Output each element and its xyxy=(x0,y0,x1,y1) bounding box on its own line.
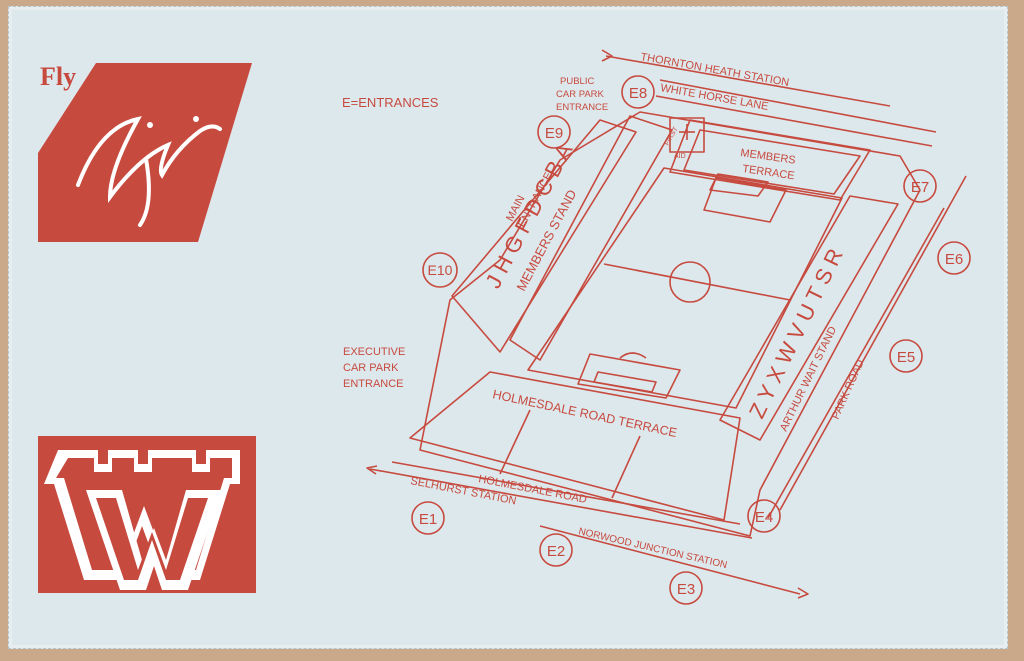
label-exec-car-park-3: ENTRANCE xyxy=(343,378,404,390)
legend-text: E=ENTRANCES xyxy=(342,95,439,110)
entrance-e9: E9 xyxy=(537,115,571,149)
entrance-e6: E6 xyxy=(937,241,971,275)
label-first-aid-2: AID xyxy=(674,153,686,160)
svg-text:E7: E7 xyxy=(911,179,929,196)
entrance-e7: E7 xyxy=(903,169,937,203)
w-logo xyxy=(38,436,256,593)
label-exec-car-park-2: CAR PARK xyxy=(343,362,399,374)
svg-text:E9: E9 xyxy=(545,125,563,142)
entrance-e8: E8 xyxy=(621,75,655,109)
label-public-car-park-3: ENTRANCE xyxy=(556,102,608,113)
svg-text:E6: E6 xyxy=(945,251,963,268)
fly-text: Fly xyxy=(40,62,77,91)
roads-top xyxy=(366,49,967,599)
svg-text:E4: E4 xyxy=(755,509,773,526)
label-park-road: PARK ROAD xyxy=(830,358,867,421)
entrance-e2: E2 xyxy=(539,533,573,567)
label-public-car-park-1: PUBLIC xyxy=(560,76,594,87)
svg-text:E10: E10 xyxy=(428,262,453,278)
entrance-e3: E3 xyxy=(669,571,703,605)
stadium-structure xyxy=(409,111,921,537)
label-white-horse-lane: WHITE HORSE LANE xyxy=(659,82,769,113)
svg-text:E3: E3 xyxy=(677,581,695,598)
entrance-e10: E10 xyxy=(422,252,458,288)
entrance-markers: E1 E2 E3 E4 E5 E6 E7 E8 xyxy=(411,75,971,605)
label-norwood: NORWOOD JUNCTION STATION xyxy=(577,526,728,571)
virgin-logo xyxy=(38,63,252,242)
entrance-e1: E1 xyxy=(411,501,445,535)
svg-text:E5: E5 xyxy=(897,349,915,366)
svg-text:E8: E8 xyxy=(629,85,647,102)
label-exec-car-park-1: EXECUTIVE xyxy=(343,346,405,358)
label-public-car-park-2: CAR PARK xyxy=(556,89,605,100)
entrance-e4: E4 xyxy=(747,499,781,533)
entrance-e5: E5 xyxy=(889,339,923,373)
svg-text:E1: E1 xyxy=(419,511,437,528)
svg-text:E2: E2 xyxy=(547,543,565,560)
